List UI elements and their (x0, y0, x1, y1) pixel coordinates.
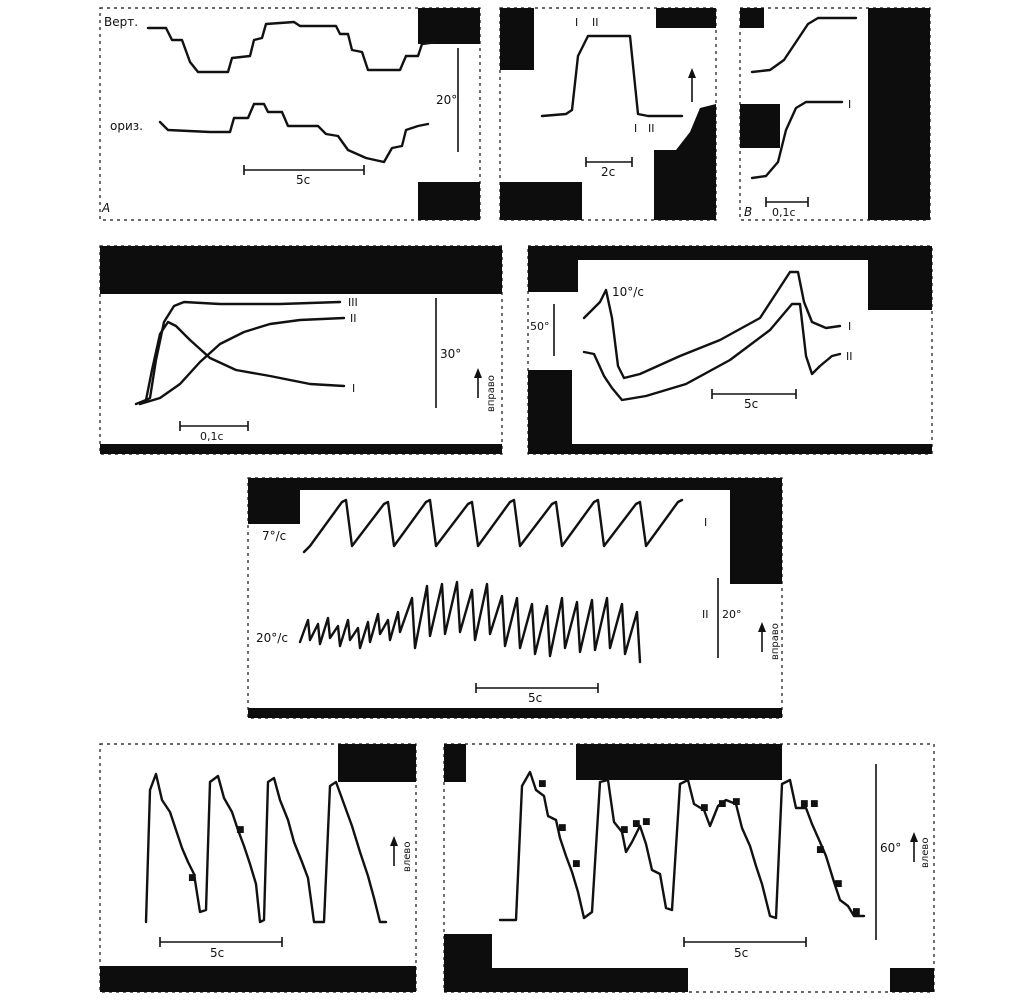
mark-g-1: ■ (188, 873, 197, 883)
trace-d-ii (138, 316, 346, 406)
panel-f: 7°/c I 20°/c II 20° вправо 5c (247, 477, 783, 719)
velocity-20: 20°/c (256, 631, 288, 645)
mark-h-2: ■ (558, 823, 567, 833)
mark-h-8: ■ (718, 799, 727, 809)
velocity-10: 10°/c (612, 285, 644, 299)
trace-label-ii-e: II (846, 350, 853, 363)
trace-d-iii (138, 300, 342, 406)
mark-h-7: ■ (700, 803, 709, 813)
label-horiz: ориз. (110, 119, 143, 133)
trace-label-i-f: I (704, 516, 707, 529)
scale-2s: 2c (601, 165, 615, 179)
panel-a-frame (99, 7, 481, 221)
trace-label-ii-top: II (592, 16, 599, 29)
mark-h-1: ■ (538, 779, 547, 789)
trace-horizontal (158, 102, 430, 164)
panel-a: Верт. ориз. 20° 5c A (99, 7, 481, 221)
mark-g-2: ■ (236, 825, 245, 835)
scale-30deg: 30° (440, 347, 461, 361)
label-vlevo-h: влево (920, 838, 931, 868)
trace-label-ii-d: II (350, 312, 357, 325)
mark-h-3: ■ (572, 859, 581, 869)
trace-label-ii-bottom: II (648, 122, 655, 135)
panel-letter-a: A (101, 201, 110, 215)
trace-f-ii (298, 580, 642, 664)
label-vpravo-f: вправо (770, 623, 781, 660)
scale-5s-a: 5c (296, 173, 310, 187)
scale-50deg: 50° (530, 320, 550, 333)
trace-vertical (146, 20, 438, 74)
mark-h-4: ■ (620, 825, 629, 835)
panel-a-mask-top (418, 8, 480, 44)
trace-b-lower (750, 100, 844, 180)
mark-h-13: ■ (834, 879, 843, 889)
panel-b-step: I II I II 2c (499, 7, 717, 221)
scale-01s-d: 0,1c (200, 430, 224, 443)
trace-label-i-e: I (848, 320, 851, 333)
mark-h-9: ■ (732, 797, 741, 807)
label-vpravo-d: вправо (486, 375, 497, 412)
panel-e: 10°/c 50° I II 5c (527, 245, 933, 455)
panel-a-mask-bottom (418, 182, 480, 220)
scale-5s-f: 5c (528, 691, 542, 705)
scale-20deg: 20° (436, 93, 457, 107)
mark-h-6: ■ (642, 817, 651, 827)
panel-f-frame (247, 477, 783, 719)
scale-20deg-f: 20° (722, 608, 742, 621)
trace-b-upper (750, 16, 858, 74)
trace-label-i-b: I (848, 98, 851, 111)
trace-label-i-bottom: I (634, 122, 637, 135)
velocity-7: 7°/c (262, 529, 286, 543)
mark-h-11: ■ (810, 799, 819, 809)
trace-label-i-d: I (352, 382, 355, 395)
scale-5s-e: 5c (744, 397, 758, 411)
trace-h (498, 770, 866, 922)
panel-e-frame (527, 245, 933, 455)
trace-label-i: I (575, 16, 578, 29)
panel-letter-b: B (744, 205, 752, 219)
trace-f-i (302, 498, 684, 554)
label-vlevo-g: влево (402, 842, 413, 872)
mark-h-10: ■ (800, 799, 809, 809)
mark-h-14: ■ (852, 907, 861, 917)
scale-60deg: 60° (880, 841, 901, 855)
mark-h-12: ■ (816, 845, 825, 855)
panel-g: ■ ■ влево 5c (99, 743, 417, 993)
scale-5s-h: 5c (734, 946, 748, 960)
trace-step (540, 34, 684, 118)
trace-d-i (134, 320, 346, 406)
label-vert: Верт. (104, 15, 138, 29)
scale-01s-b: 0,1c (772, 206, 796, 219)
scale-5s-g: 5c (210, 946, 224, 960)
trace-label-ii-f: II (702, 608, 709, 621)
panel-h: ■ ■ ■ ■ ■ ■ ■ ■ ■ ■ ■ ■ ■ ■ 60° влево 5c (443, 743, 935, 993)
panel-b: I B 0,1c (739, 7, 931, 221)
trace-g (144, 772, 388, 924)
panel-d: III II I 30° вправо 0,1c (99, 245, 503, 455)
trace-label-iii-d: III (348, 296, 358, 309)
trace-e-ii (582, 302, 842, 402)
trace-e-i (582, 270, 842, 380)
mark-h-5: ■ (632, 819, 641, 829)
